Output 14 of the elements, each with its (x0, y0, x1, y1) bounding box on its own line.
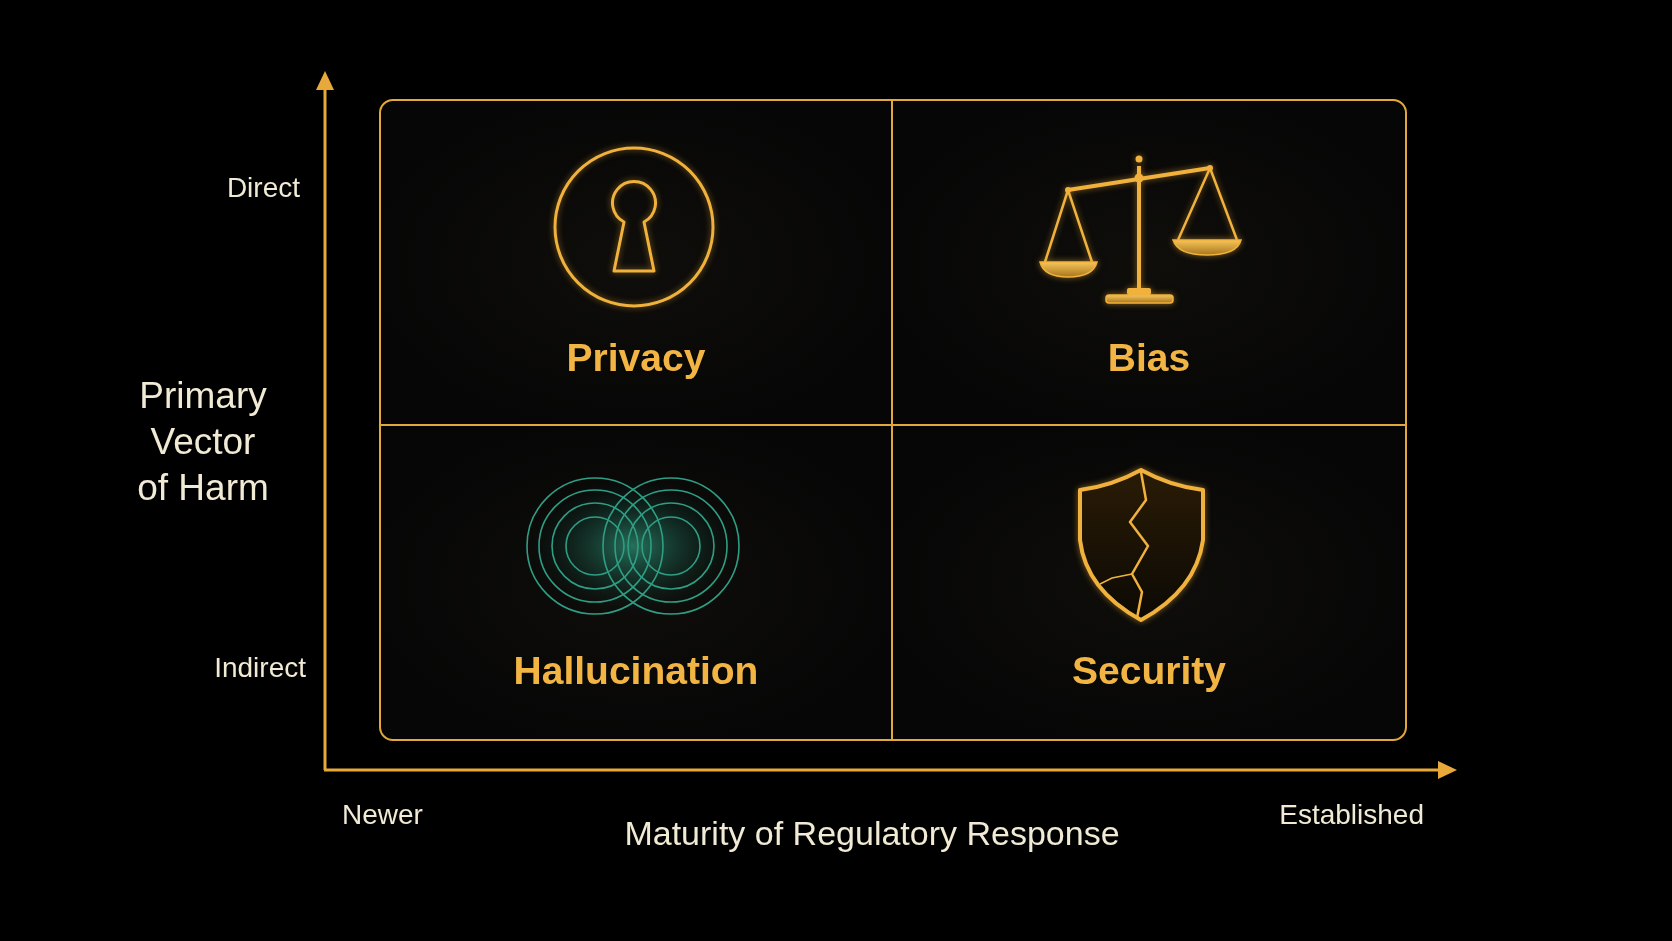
axis-tick-label: Indirect (214, 651, 306, 685)
axis-title: Maturity of Regulatory Response (624, 812, 1120, 854)
quadrant-panel (379, 424, 893, 741)
quadrant-panel (379, 99, 893, 426)
quadrant-title: Privacy (566, 336, 706, 379)
quadrant-title: Hallucination (513, 649, 759, 692)
axis-tick-label: Newer (342, 798, 423, 832)
quadrant-panel (891, 99, 1407, 426)
axis-title: Primary Vector of Harm (136, 374, 270, 510)
axis-tick-label: Established (1279, 798, 1424, 832)
axis-tick-label: Direct (226, 171, 300, 205)
quadrant-title: Bias (1107, 336, 1191, 379)
quadrant-panel (891, 424, 1407, 741)
quadrant-title: Security (1072, 649, 1226, 692)
